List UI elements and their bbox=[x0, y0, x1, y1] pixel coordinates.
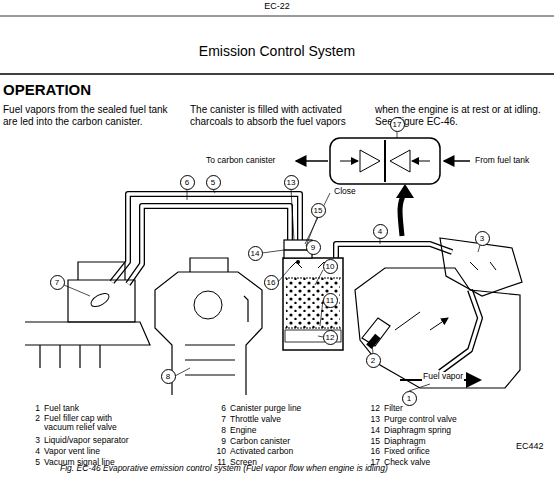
flow-label: From fuel tank bbox=[474, 156, 530, 165]
part-number: 11 bbox=[212, 458, 226, 467]
callout-number: 8 bbox=[161, 369, 176, 384]
part-name: Fixed orifice bbox=[384, 447, 534, 456]
part-name: Liquid/vapor separator bbox=[44, 436, 194, 445]
part-number: 2 bbox=[26, 414, 40, 423]
part-number: 5 bbox=[26, 458, 40, 467]
part-name: Purge control valve bbox=[384, 415, 534, 424]
part-name: Engine bbox=[230, 426, 380, 435]
part-number: 3 bbox=[26, 436, 40, 445]
part-name: Fuel tank bbox=[44, 404, 194, 413]
part-name: Screen bbox=[230, 458, 380, 467]
body-text: The canister is filled with activated ch… bbox=[190, 104, 365, 128]
section-title: Emission Control System bbox=[199, 44, 355, 59]
part-name: Diaphragm spring bbox=[384, 426, 534, 435]
callout-number: 1 bbox=[402, 391, 417, 406]
part-name: Filter bbox=[384, 404, 534, 413]
part-name: Diaphragm bbox=[384, 437, 534, 446]
part-name: Activated carbon bbox=[230, 447, 380, 456]
part-number: 8 bbox=[212, 426, 226, 435]
page-number: EC-22 bbox=[264, 2, 290, 12]
part-number: 16 bbox=[366, 447, 380, 456]
callout-number: 10 bbox=[323, 259, 338, 274]
part-name: Fuel filler cap with vacuum relief valve bbox=[44, 414, 144, 433]
callout-number: 12 bbox=[323, 330, 338, 345]
part-name: Check valve bbox=[384, 458, 534, 467]
callout-number: 13 bbox=[284, 175, 299, 190]
callout-number: 3 bbox=[475, 231, 490, 246]
part-number: 12 bbox=[366, 404, 380, 413]
part-name: Throttle valve bbox=[230, 415, 380, 424]
part-number: 15 bbox=[366, 437, 380, 446]
part-number: 10 bbox=[212, 447, 226, 456]
valve-state: Close bbox=[333, 187, 357, 196]
callout-number: 4 bbox=[373, 224, 388, 239]
body-text: Fuel vapors from the sealed fuel tank ar… bbox=[3, 104, 181, 128]
callout-number: 14 bbox=[248, 246, 263, 261]
part-number: 14 bbox=[366, 426, 380, 435]
callout-number: 15 bbox=[311, 203, 326, 218]
part-number: 13 bbox=[366, 415, 380, 424]
callout-number: 11 bbox=[323, 293, 338, 308]
part-number: 7 bbox=[212, 415, 226, 424]
part-number: 17 bbox=[366, 458, 380, 467]
section-heading: OPERATION bbox=[3, 82, 91, 99]
flow-label: Fuel vapor bbox=[422, 372, 464, 381]
callout-number: 7 bbox=[50, 275, 65, 290]
callout-number: 6 bbox=[180, 175, 195, 190]
callout-number: 2 bbox=[366, 353, 381, 368]
part-name: Vapor vent line bbox=[44, 447, 194, 456]
callout-number: 16 bbox=[264, 275, 279, 290]
part-number: 9 bbox=[212, 437, 226, 446]
callout-number: 17 bbox=[390, 117, 405, 132]
part-number: 1 bbox=[26, 404, 40, 413]
part-number: 4 bbox=[26, 447, 40, 456]
callout-number: 9 bbox=[306, 240, 321, 255]
part-name: Carbon canister bbox=[230, 437, 380, 446]
figure-code: EC442 bbox=[516, 442, 544, 452]
part-name: Vacuum signal line bbox=[44, 458, 194, 467]
callout-number: 5 bbox=[206, 175, 221, 190]
part-name: Canister purge line bbox=[230, 404, 380, 413]
flow-label: To carbon canister bbox=[205, 156, 276, 165]
part-number: 6 bbox=[212, 404, 226, 413]
